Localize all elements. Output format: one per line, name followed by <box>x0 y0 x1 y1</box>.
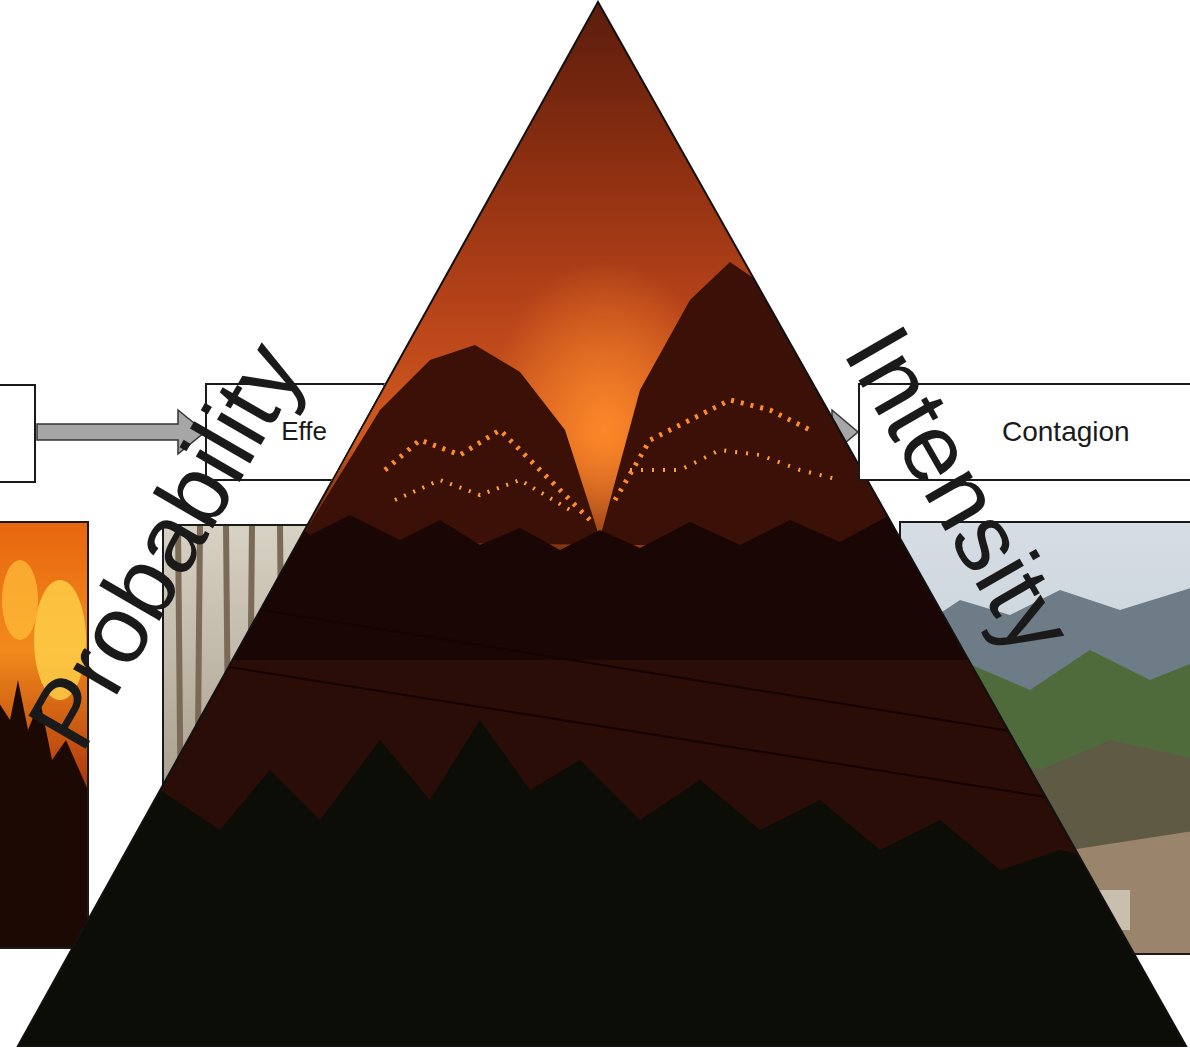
axis-label: Probability <box>11 327 318 763</box>
fire-line <box>615 400 810 500</box>
axis-label: Intensity <box>829 311 1091 669</box>
box-label: Contagion <box>1002 415 1130 449</box>
cut-off-box <box>0 385 35 482</box>
dark-ground <box>0 660 1190 1048</box>
fire-line <box>630 450 840 480</box>
flame <box>2 560 38 640</box>
fire-line <box>385 430 590 520</box>
foreground-bushes <box>0 720 1190 1048</box>
fire-line <box>395 480 570 510</box>
